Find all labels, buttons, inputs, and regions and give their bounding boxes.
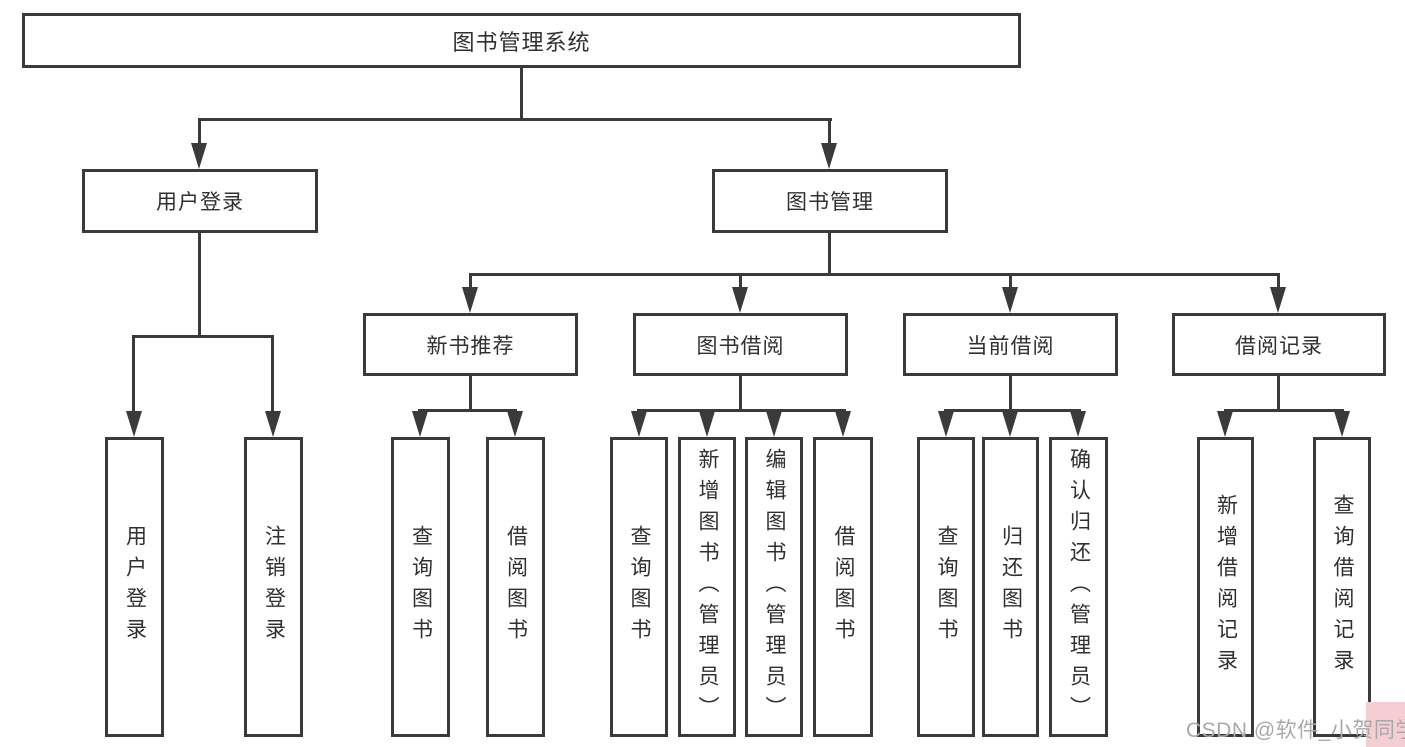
watermark-text: CSDN @软件_小贺同学 bbox=[1186, 719, 1405, 742]
connector-line bbox=[271, 335, 274, 413]
connector-line bbox=[1224, 409, 1344, 412]
connector-line bbox=[198, 118, 201, 148]
node-current-borrow: 当前借阅 bbox=[903, 313, 1118, 376]
connector-line bbox=[469, 273, 1280, 276]
node-leaf-query-books: 查询图书 bbox=[391, 437, 450, 737]
node-leaf-confirm-return-admin: 确认归还（管理员） bbox=[1049, 437, 1108, 737]
connector-line bbox=[828, 233, 831, 275]
node-user-login: 用户登录 bbox=[82, 169, 318, 233]
arrow-down-icon bbox=[1002, 287, 1018, 313]
node-leaf-borrow-books: 借阅图书 bbox=[486, 437, 545, 737]
arrow-down-icon bbox=[1070, 411, 1086, 437]
arrow-down-icon bbox=[265, 411, 281, 437]
connector-line bbox=[469, 273, 472, 291]
arrow-down-icon bbox=[1270, 287, 1286, 313]
node-leaf-return-books: 归还图书 bbox=[982, 437, 1039, 737]
connector-line bbox=[1009, 376, 1012, 412]
node-leaf-query-books: 查询图书 bbox=[610, 437, 668, 737]
arrow-down-icon bbox=[835, 411, 851, 437]
connector-line bbox=[739, 273, 742, 291]
node-book-borrow: 图书借阅 bbox=[633, 313, 848, 376]
node-book-management: 图书管理 bbox=[712, 169, 948, 233]
node-new-book-recommend: 新书推荐 bbox=[363, 313, 578, 376]
arrow-down-icon bbox=[766, 411, 782, 437]
arrow-down-icon bbox=[1002, 411, 1018, 437]
connector-line bbox=[637, 409, 846, 412]
node-leaf-query-books: 查询图书 bbox=[917, 437, 975, 737]
arrow-down-icon bbox=[1334, 411, 1350, 437]
arrow-down-icon bbox=[412, 411, 428, 437]
node-leaf-logout: 注销登录 bbox=[244, 437, 303, 737]
node-library-management-system: 图书管理系统 bbox=[22, 13, 1021, 68]
connector-line bbox=[1009, 273, 1012, 291]
connector-line bbox=[198, 118, 832, 121]
connector-line bbox=[198, 233, 201, 338]
node-leaf-add-books-admin: 新增图书（管理员） bbox=[678, 437, 736, 737]
node-leaf-borrow-books: 借阅图书 bbox=[813, 437, 873, 737]
node-leaf-user-login: 用户登录 bbox=[105, 437, 164, 737]
node-leaf-edit-books-admin: 编辑图书（管理员） bbox=[745, 437, 803, 737]
connector-line bbox=[739, 376, 742, 412]
arrow-down-icon bbox=[507, 411, 523, 437]
connector-line bbox=[828, 118, 831, 148]
arrow-down-icon bbox=[126, 411, 142, 437]
arrow-down-icon bbox=[631, 411, 647, 437]
arrow-down-icon bbox=[191, 143, 207, 169]
connector-line bbox=[944, 409, 1081, 412]
connector-line bbox=[520, 68, 523, 120]
watermark-highlight bbox=[1366, 702, 1405, 747]
arrow-down-icon bbox=[462, 287, 478, 313]
connector-line bbox=[418, 409, 517, 412]
connector-line bbox=[133, 335, 274, 338]
arrow-down-icon bbox=[732, 287, 748, 313]
node-leaf-add-borrow-record: 新增借阅记录 bbox=[1197, 437, 1254, 737]
connector-line bbox=[469, 376, 472, 412]
connector-line bbox=[1277, 273, 1280, 291]
node-borrow-records: 借阅记录 bbox=[1172, 313, 1386, 376]
node-leaf-query-borrow-record: 查询借阅记录 bbox=[1313, 437, 1371, 737]
arrow-down-icon bbox=[699, 411, 715, 437]
arrow-down-icon bbox=[938, 411, 954, 437]
connector-line bbox=[132, 335, 135, 413]
connector-line bbox=[1277, 376, 1280, 412]
arrow-down-icon bbox=[821, 143, 837, 169]
arrow-down-icon bbox=[1217, 411, 1233, 437]
